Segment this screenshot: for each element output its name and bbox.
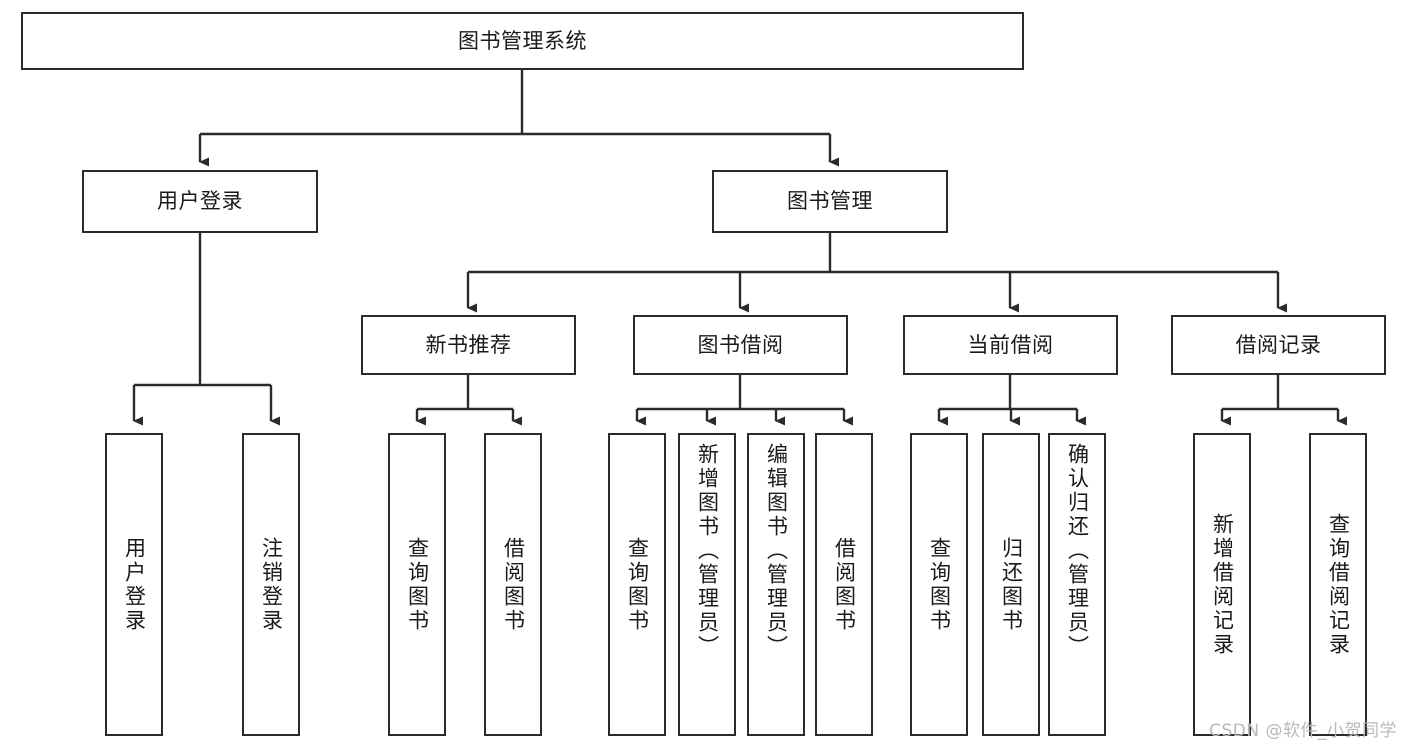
node-root[interactable]: 图书管理系统 <box>21 12 1024 70</box>
node-leaf-query-book-1[interactable]: 查询图书 <box>388 433 446 736</box>
node-new-book-recommend-label: 新书推荐 <box>425 332 512 357</box>
node-leaf-edit-book[interactable]: 编辑图书（管理员） <box>747 433 805 736</box>
node-leaf-query-record-label: 查询借阅记录 <box>1326 512 1351 657</box>
node-leaf-add-book-label: 新增图书（管理员） <box>695 443 720 659</box>
node-leaf-return-book-label: 归还图书 <box>999 536 1024 633</box>
node-user-login-label: 用户登录 <box>157 189 243 214</box>
node-leaf-user-logout[interactable]: 注销登录 <box>242 433 300 736</box>
node-leaf-user-login-label: 用户登录 <box>122 536 147 633</box>
node-book-management[interactable]: 图书管理 <box>712 170 948 233</box>
node-leaf-query-book-3[interactable]: 查询图书 <box>910 433 968 736</box>
node-leaf-add-record[interactable]: 新增借阅记录 <box>1193 433 1251 736</box>
node-leaf-borrow-book-2-label: 借阅图书 <box>832 536 857 633</box>
node-borrow-record[interactable]: 借阅记录 <box>1171 315 1386 375</box>
node-book-management-label: 图书管理 <box>787 189 873 214</box>
node-book-borrow[interactable]: 图书借阅 <box>633 315 848 375</box>
node-book-borrow-label: 图书借阅 <box>697 332 784 357</box>
node-leaf-query-book-2[interactable]: 查询图书 <box>608 433 666 736</box>
node-new-book-recommend[interactable]: 新书推荐 <box>361 315 576 375</box>
node-borrow-record-label: 借阅记录 <box>1235 332 1322 357</box>
node-leaf-confirm-return[interactable]: 确认归还（管理员） <box>1048 433 1106 736</box>
node-current-borrow[interactable]: 当前借阅 <box>903 315 1118 375</box>
node-leaf-query-book-3-label: 查询图书 <box>927 536 952 633</box>
node-root-label: 图书管理系统 <box>458 28 587 53</box>
node-leaf-add-record-label: 新增借阅记录 <box>1210 512 1235 657</box>
node-leaf-query-book-2-label: 查询图书 <box>625 536 650 633</box>
node-leaf-query-record[interactable]: 查询借阅记录 <box>1309 433 1367 736</box>
node-leaf-borrow-book-1[interactable]: 借阅图书 <box>484 433 542 736</box>
node-current-borrow-label: 当前借阅 <box>967 332 1054 357</box>
node-user-login[interactable]: 用户登录 <box>82 170 318 233</box>
node-leaf-add-book[interactable]: 新增图书（管理员） <box>678 433 736 736</box>
node-leaf-borrow-book-2[interactable]: 借阅图书 <box>815 433 873 736</box>
node-leaf-edit-book-label: 编辑图书（管理员） <box>764 443 789 659</box>
node-leaf-return-book[interactable]: 归还图书 <box>982 433 1040 736</box>
node-leaf-user-logout-label: 注销登录 <box>259 536 284 633</box>
node-leaf-confirm-return-label: 确认归还（管理员） <box>1065 443 1090 659</box>
node-leaf-user-login[interactable]: 用户登录 <box>105 433 163 736</box>
node-leaf-borrow-book-1-label: 借阅图书 <box>501 536 526 633</box>
node-leaf-query-book-1-label: 查询图书 <box>405 536 430 633</box>
